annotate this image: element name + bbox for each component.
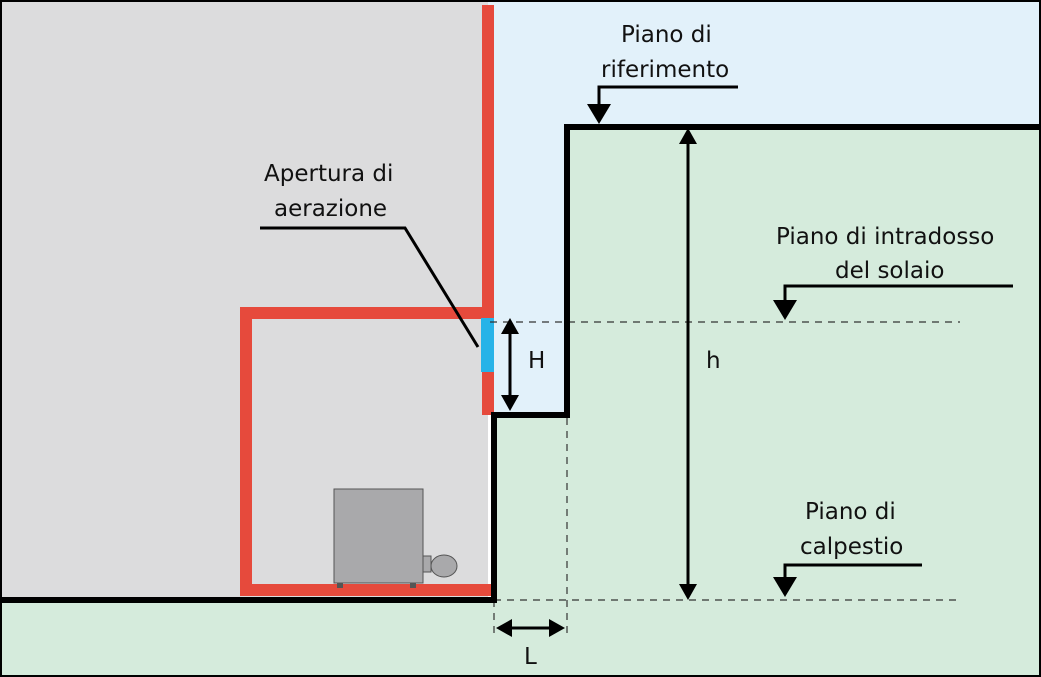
reference-plane-label-line1: Piano di	[621, 22, 712, 48]
dimension-h-arrow	[679, 128, 697, 600]
walking-plane-label-line1: Piano di	[805, 499, 896, 525]
ground-region	[0, 127, 1041, 677]
vent-opening	[481, 318, 494, 372]
vent-opening-label-line1: Apertura di	[264, 161, 393, 187]
dimension-h-label: h	[706, 348, 721, 374]
dimension-L-arrow	[496, 619, 565, 637]
slab-soffit-label-line1: Piano di intradosso	[776, 224, 994, 250]
reference-plane-marker-icon	[587, 85, 738, 124]
reference-plane-label-line2: riferimento	[601, 57, 729, 83]
dimension-H-arrow	[501, 318, 519, 411]
dimension-H-label: H	[528, 348, 545, 374]
vent-opening-leader	[260, 226, 480, 348]
walking-plane-label-line2: calpestio	[800, 534, 903, 560]
dimension-L-label: L	[524, 644, 537, 670]
slab-soffit-label-line2: del solaio	[835, 258, 944, 284]
boiler-icon	[333, 488, 458, 588]
building-wall	[240, 5, 494, 596]
walking-plane-marker-icon	[773, 563, 922, 597]
ground-profile	[0, 124, 1041, 603]
slab-soffit-marker-icon	[773, 284, 1013, 320]
vent-opening-label-line2: aerazione	[274, 196, 387, 222]
